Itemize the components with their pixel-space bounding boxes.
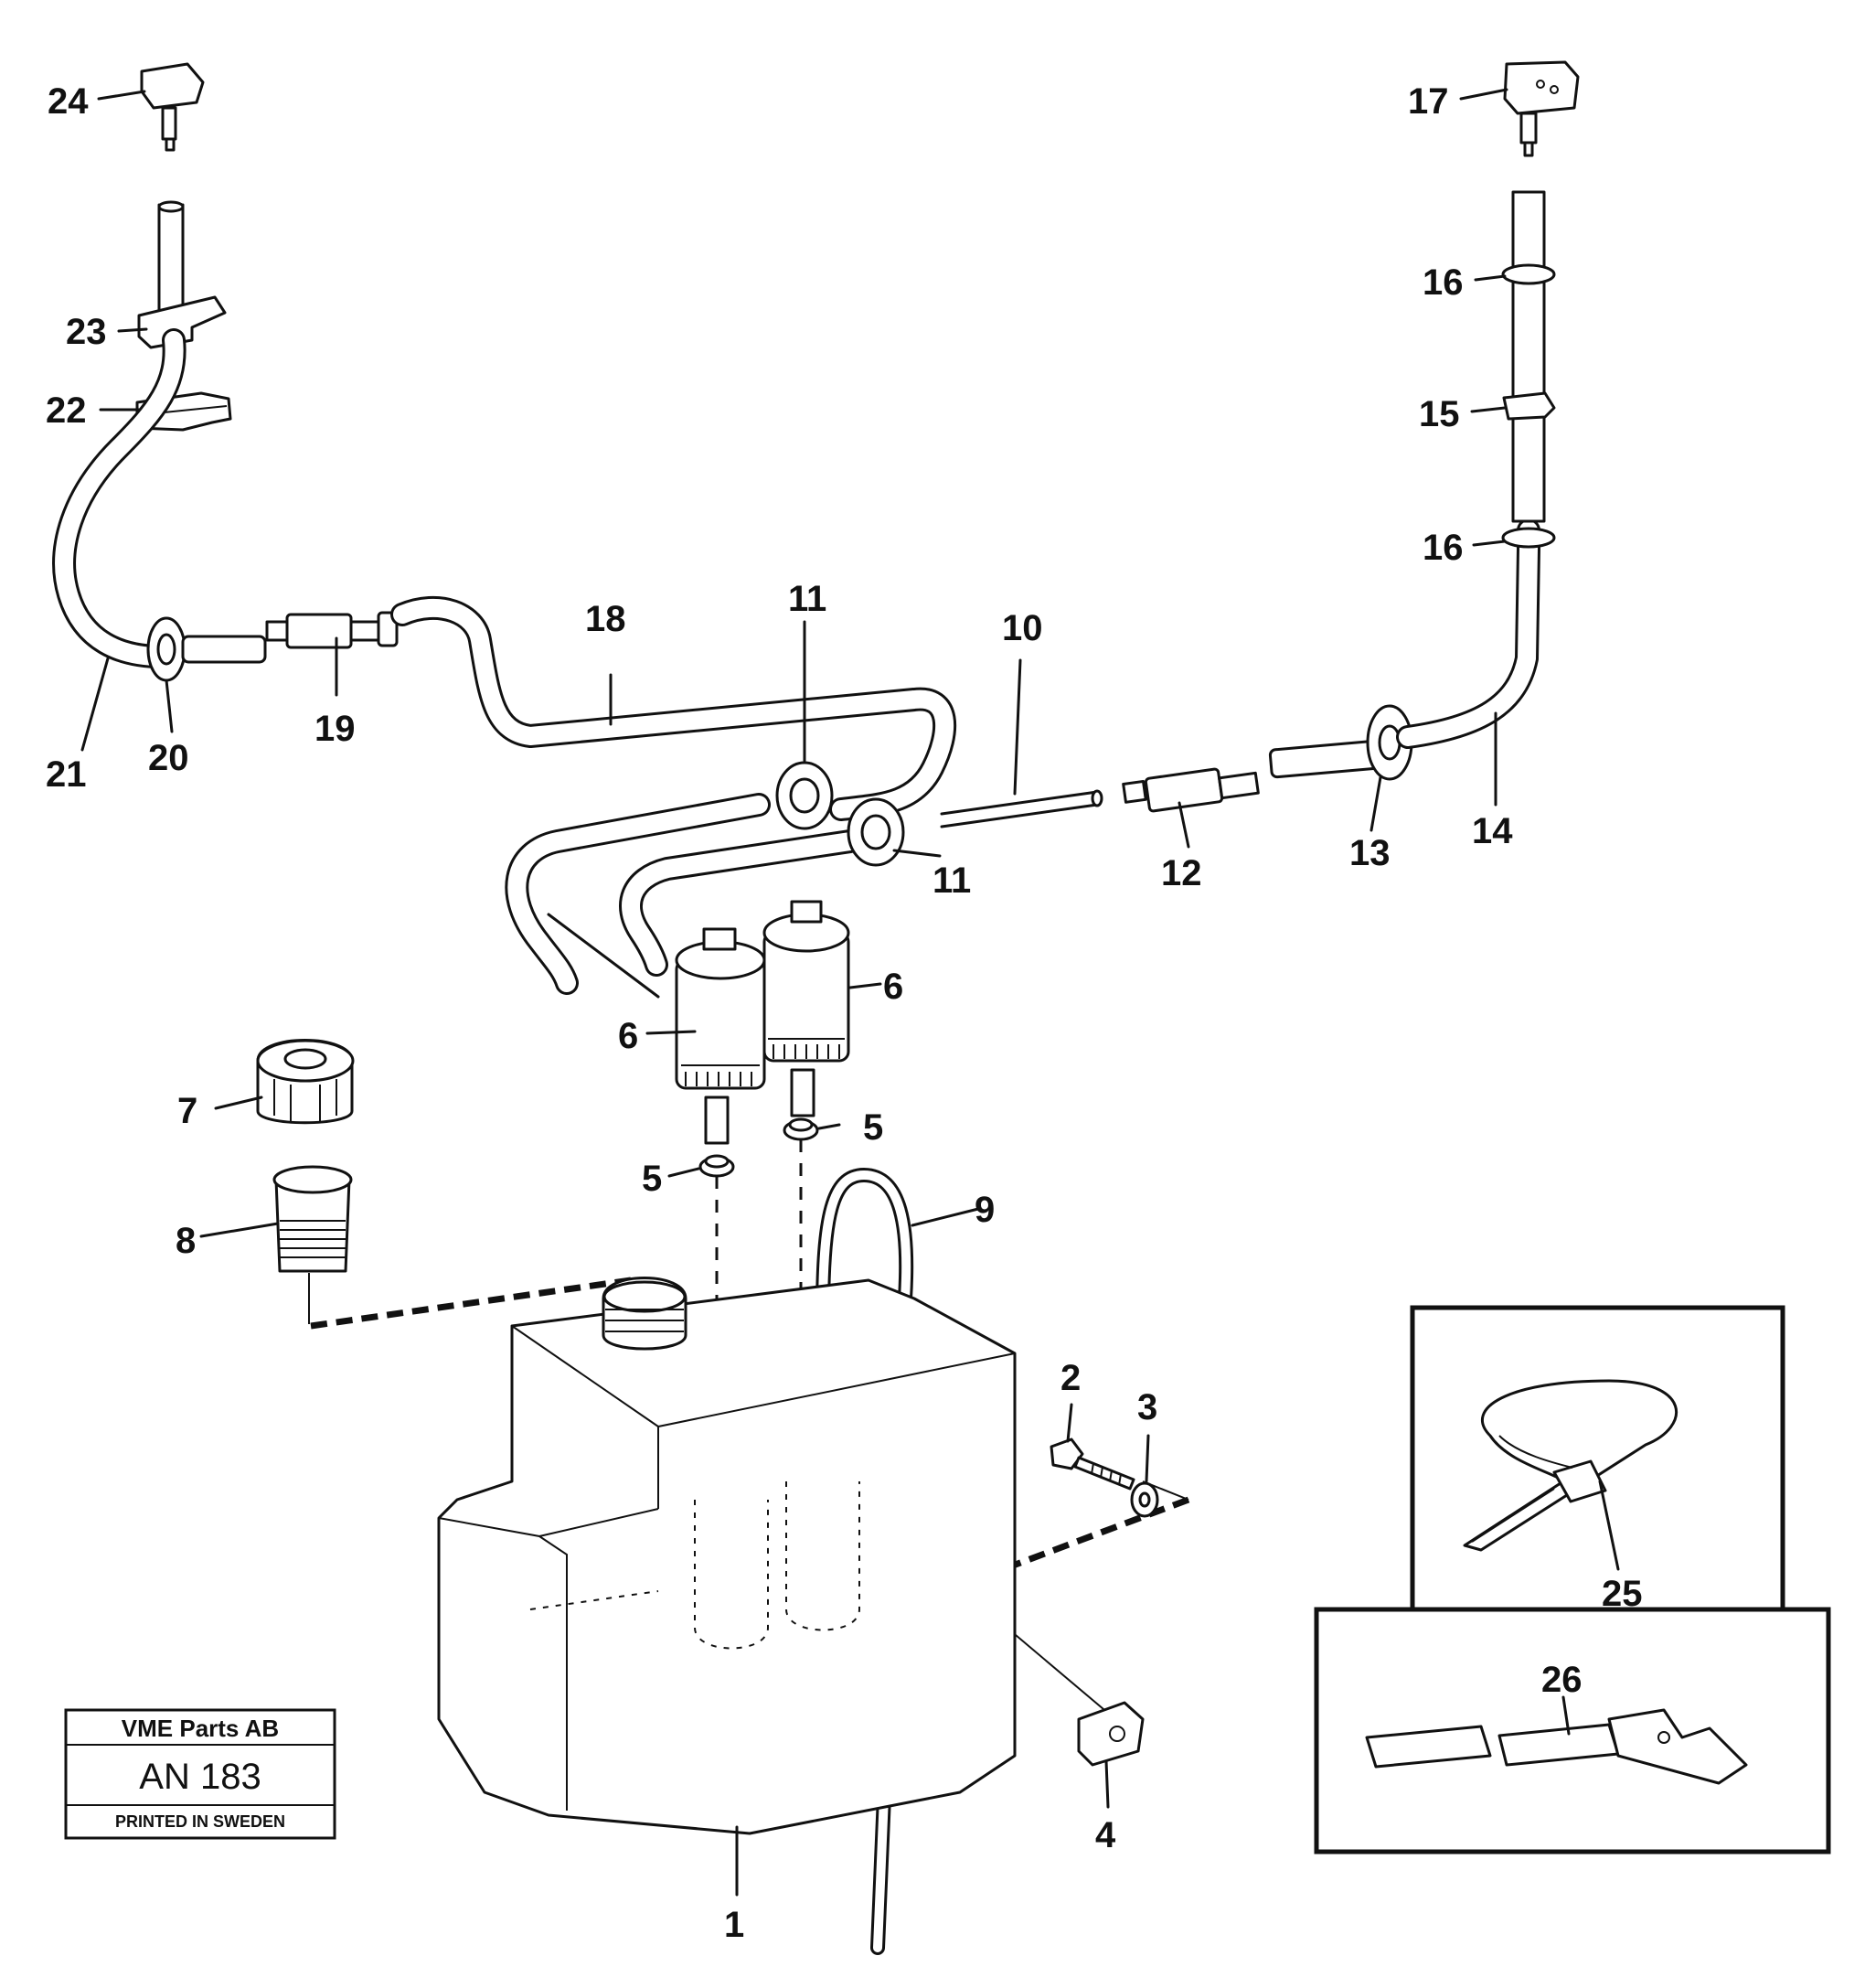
hose-right-vertical xyxy=(1511,190,1546,523)
callout-17: 17 xyxy=(1408,81,1449,122)
callout-25: 25 xyxy=(1602,1574,1643,1614)
callout-7: 7 xyxy=(177,1091,197,1131)
pump-6-right xyxy=(762,900,850,1117)
hose-9 xyxy=(815,1167,914,1955)
seal-5-left xyxy=(698,1154,735,1178)
callout-22: 22 xyxy=(46,390,87,431)
callout-13: 13 xyxy=(1349,833,1391,873)
hose-18 xyxy=(390,595,957,821)
callout-10: 10 xyxy=(1002,608,1043,648)
clip-16-lower xyxy=(1501,527,1556,549)
washer-nozzle-left xyxy=(140,62,205,152)
callout-3: 3 xyxy=(1137,1387,1157,1427)
callout-1: 1 xyxy=(724,1905,744,1945)
callout-6-right: 6 xyxy=(883,967,903,1007)
tube-stub-20 xyxy=(181,635,267,664)
hose-21 xyxy=(52,328,186,669)
callout-5-left: 5 xyxy=(642,1159,662,1199)
tube-stub-13 xyxy=(1268,739,1383,779)
washer-nozzle-right xyxy=(1503,60,1580,157)
callout-14: 14 xyxy=(1472,811,1513,851)
callout-8: 8 xyxy=(176,1221,196,1261)
pump-6-left xyxy=(675,927,766,1145)
seal-5-right xyxy=(783,1117,819,1141)
callout-labels: 24 23 22 21 20 19 18 17 16 15 16 14 13 1… xyxy=(46,81,1643,1945)
screw-2 xyxy=(1050,1438,1135,1491)
callout-24: 24 xyxy=(48,81,89,122)
callout-5-right: 5 xyxy=(863,1107,883,1148)
connector-12 xyxy=(1122,767,1260,813)
filler-cap-7 xyxy=(256,1039,355,1125)
callout-11-lower: 11 xyxy=(932,860,971,901)
inset-box-25 xyxy=(1410,1305,1785,1612)
callout-16-upper: 16 xyxy=(1423,262,1464,303)
callout-11-upper: 11 xyxy=(788,579,826,619)
callout-21: 21 xyxy=(46,754,87,795)
washer-tank-1 xyxy=(437,1278,1017,1835)
grommet-13 xyxy=(1366,704,1413,781)
filler-neck-8 xyxy=(272,1165,353,1273)
callout-18: 18 xyxy=(585,599,626,639)
callout-2: 2 xyxy=(1060,1358,1081,1398)
callout-20: 20 xyxy=(148,738,189,778)
grommet-11-lower xyxy=(847,797,905,867)
callout-6-left: 6 xyxy=(618,1016,638,1056)
callout-15: 15 xyxy=(1419,394,1460,434)
vme-stamp: VME Parts AB AN 183 PRINTED IN SWEDEN xyxy=(64,1708,336,1840)
washer-3 xyxy=(1130,1481,1159,1518)
stamp-footer: PRINTED IN SWEDEN xyxy=(115,1812,285,1831)
callout-16-lower: 16 xyxy=(1423,528,1464,568)
grommet-11-upper xyxy=(775,761,834,830)
hose-pump-left xyxy=(505,793,862,995)
clip-15 xyxy=(1502,391,1556,421)
tank-filler-opening xyxy=(602,1277,687,1351)
connector-19 xyxy=(265,611,399,649)
stamp-company: VME Parts AB xyxy=(122,1715,279,1742)
stamp-code: AN 183 xyxy=(139,1757,261,1797)
inset-box-26 xyxy=(1314,1607,1831,1854)
bracket-23 xyxy=(137,295,227,349)
leader-lines xyxy=(80,88,1620,1897)
clip-nut-4 xyxy=(1077,1701,1145,1767)
grommet-20 xyxy=(146,616,186,682)
callout-9: 9 xyxy=(975,1190,995,1230)
callout-4: 4 xyxy=(1095,1815,1116,1855)
callout-23: 23 xyxy=(66,312,107,352)
callout-19: 19 xyxy=(314,709,356,749)
hose-14 xyxy=(1396,518,1540,749)
callout-26: 26 xyxy=(1541,1660,1583,1700)
callout-12: 12 xyxy=(1161,853,1202,893)
clip-16-upper xyxy=(1501,263,1556,285)
tube-10 xyxy=(940,789,1103,828)
